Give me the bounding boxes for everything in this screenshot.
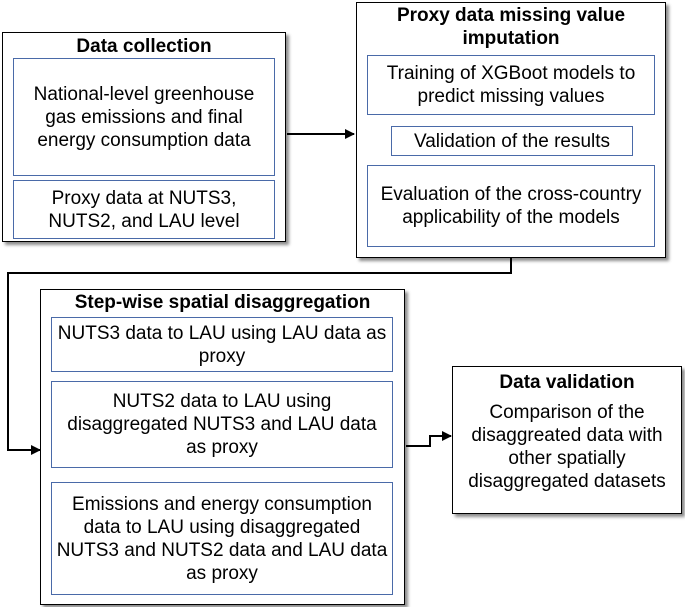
data-validation-title: Data validation [499,372,635,393]
imputation-title: Proxy data missing value imputation [396,5,626,49]
training-step-label: Training of XGBoot models to predict mis… [386,63,636,107]
emissions-energy-step: Emissions and energy consumption data to… [51,482,393,595]
data-validation-text: Comparison of the disaggreated data with… [468,402,666,492]
data-collection-box: Data collection National-level greenhous… [2,32,286,242]
disaggregation-title: Step-wise spatial disaggregation [74,292,371,313]
proxy-data-step: Proxy data at NUTS3, NUTS2, and LAU leve… [13,180,275,239]
evaluation-step: Evaluation of the cross-country applicab… [367,165,655,247]
nuts3-step-label: NUTS3 data to LAU using LAU data as prox… [57,322,387,367]
imputation-box: Proxy data missing value imputation Trai… [356,2,666,258]
nuts2-step-label: NUTS2 data to LAU using disaggregated NU… [67,391,377,458]
national-data-step: National-level greenhouse gas emissions … [13,58,275,176]
proxy-data-step-label: Proxy data at NUTS3, NUTS2, and LAU leve… [48,187,240,232]
validation-results-step-label: Validation of the results [413,130,611,152]
training-step: Training of XGBoot models to predict mis… [367,55,655,115]
national-data-step-label: National-level greenhouse gas emissions … [33,83,255,151]
data-validation-box: Data validation Comparison of the disagg… [452,366,682,514]
nuts2-step: NUTS2 data to LAU using disaggregated NU… [51,381,393,468]
validation-results-step: Validation of the results [391,126,633,156]
data-collection-title: Data collection [76,36,212,57]
evaluation-step-label: Evaluation of the cross-country applicab… [380,184,642,228]
disaggregation-box: Step-wise spatial disaggregation NUTS3 d… [40,289,405,605]
emissions-energy-step-label: Emissions and energy consumption data to… [56,493,388,584]
nuts3-step: NUTS3 data to LAU using LAU data as prox… [51,317,393,372]
arrow-disaggregation-to-validation [406,431,452,447]
